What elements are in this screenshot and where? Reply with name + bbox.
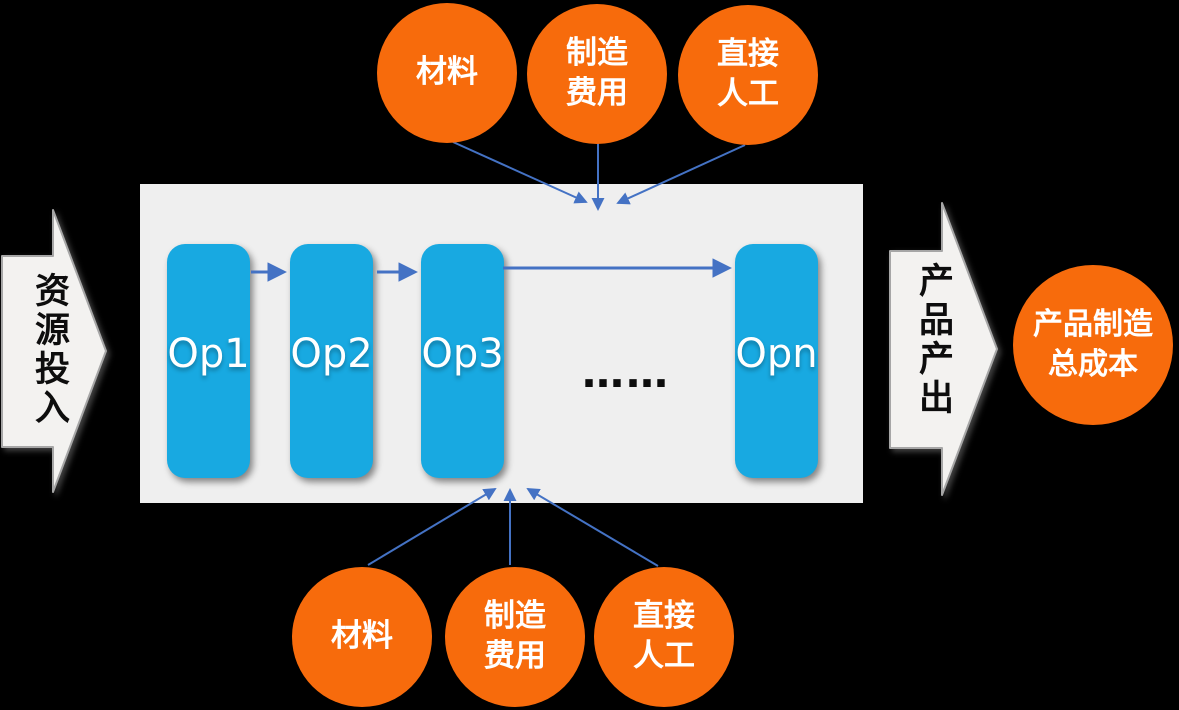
resource-circle-material-bottom: 材料 (292, 567, 432, 707)
operation-box-op3: Op3 (421, 244, 504, 478)
operation-label: Op3 (421, 331, 504, 377)
resource-label: 直接 人工 (717, 36, 779, 112)
total-cost-circle: 产品制造 总成本 (1013, 265, 1173, 425)
input-flow-arrow-label: 资源投入 (29, 272, 69, 428)
operation-box-opn: Opn (735, 244, 818, 478)
resource-label: 制造 费用 (484, 598, 546, 674)
resource-circle-labor-top: 直接 人工 (678, 5, 818, 145)
output-flow-arrow-label: 产品产出 (913, 262, 953, 418)
operation-box-op1: Op1 (167, 244, 250, 478)
total-cost-label: 产品制造 总成本 (1033, 307, 1153, 382)
operation-box-op2: Op2 (290, 244, 373, 478)
resource-circle-overhead-bottom: 制造 费用 (445, 567, 585, 707)
resource-circle-material-top: 材料 (377, 3, 517, 143)
resource-circle-overhead-top: 制造 费用 (527, 4, 667, 144)
resource-label: 材料 (416, 54, 478, 91)
ellipsis-dots: …… (582, 348, 670, 397)
operation-label: Op2 (290, 331, 373, 377)
operation-label: Op1 (167, 331, 250, 377)
resource-label: 材料 (331, 618, 393, 655)
resource-label: 制造 费用 (566, 35, 628, 111)
resource-label: 直接 人工 (633, 598, 695, 674)
operation-label: Opn (735, 331, 818, 377)
resource-circle-labor-bottom: 直接 人工 (594, 567, 734, 707)
